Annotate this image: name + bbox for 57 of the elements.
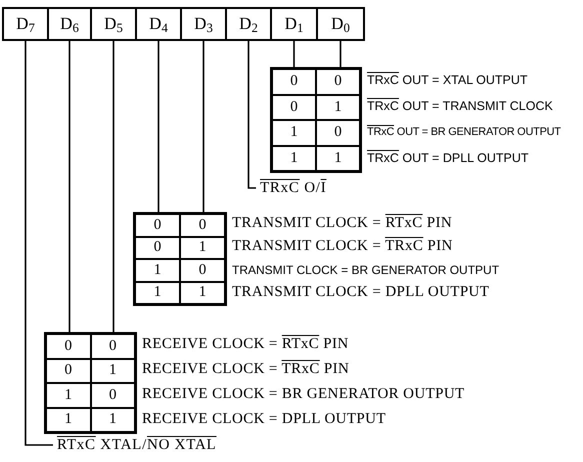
bit-table [270,67,362,173]
option-description: TRANSMIT CLOCK = RTxC PIN [232,214,452,234]
bit-value-cell: 1 [272,146,316,171]
connector-line [202,41,204,212]
bit-value-cell: 0 [272,94,316,120]
option-description: TRxC OUT = BR GENERATOR OUTPUT [367,124,561,140]
bit-value-cell: 1 [316,146,360,171]
bit-value-cell: 1 [46,408,90,432]
bit-value-cell: 0 [90,383,135,408]
bit-value-cell: 1 [272,120,316,146]
bit-value-cell: 1 [316,94,360,120]
bit-value-cell: 0 [180,259,225,282]
field-label: RTxC XTAL/NO XTAL [53,435,216,455]
bit-value-cell: 1 [135,259,180,282]
connector-line [24,41,53,446]
option-description: RECEIVE CLOCK = TRxC PIN [142,360,350,380]
bit-value-cell: 0 [90,334,135,358]
bit-cell: D$_{7}$ [2,7,49,41]
bit-table [133,212,227,306]
bit-table [44,332,137,434]
bit-value-cell: 1 [180,282,225,304]
bit-value-cell: 1 [46,383,90,408]
bit-value-cell: 0 [272,69,316,94]
bit-value-cell: 0 [46,334,90,358]
option-description: TRxC OUT = DPLL OUTPUT [367,150,528,167]
bit-value-cell: 1 [135,282,180,304]
bit-value-cell: 0 [46,358,90,383]
bit-cell: D$_{1}$ [270,7,318,41]
bit-cell: D$_{4}$ [135,7,182,41]
bit-cell: D$_{0}$ [316,7,365,41]
bit-value-cell: 0 [316,120,360,146]
connector-line [293,41,295,67]
option-description: TRANSMIT CLOCK = DPLL OUTPUT [232,283,490,302]
option-description: TRxC OUT = TRANSMIT CLOCK [367,98,553,115]
option-description: RECEIVE CLOCK = RTxC PIN [142,335,349,354]
option-description: TRxC OUT = XTAL OUTPUT [367,72,528,89]
bit-value-cell: 0 [135,236,180,259]
bit-cell: D$_{5}$ [90,7,137,41]
connector-line [340,41,342,67]
bit-cell: D$_{6}$ [47,7,92,41]
bit-value-cell: 1 [90,408,135,432]
connector-line [112,41,114,332]
connector-line [68,41,70,332]
bit-cell: D$_{2}$ [225,7,272,41]
bit-value-cell: 1 [180,236,225,259]
bit-value-cell: 0 [316,69,360,94]
option-description: RECEIVE CLOCK = BR GENERATOR OUTPUT [142,385,465,404]
field-label: TRxC O/I [256,177,326,199]
option-description: TRANSMIT CLOCK = TRxC PIN [232,237,453,256]
option-description: RECEIVE CLOCK = DPLL OUTPUT [142,410,386,430]
bit-cell: D$_{3}$ [180,7,227,41]
connector-line [248,41,256,189]
bit-value-cell: 0 [135,214,180,236]
connector-line [158,41,160,212]
bit-value-cell: 0 [180,214,225,236]
option-description: TRANSMIT CLOCK = BR GENERATOR OUTPUT [232,262,500,278]
bit-value-cell: 1 [90,358,135,383]
